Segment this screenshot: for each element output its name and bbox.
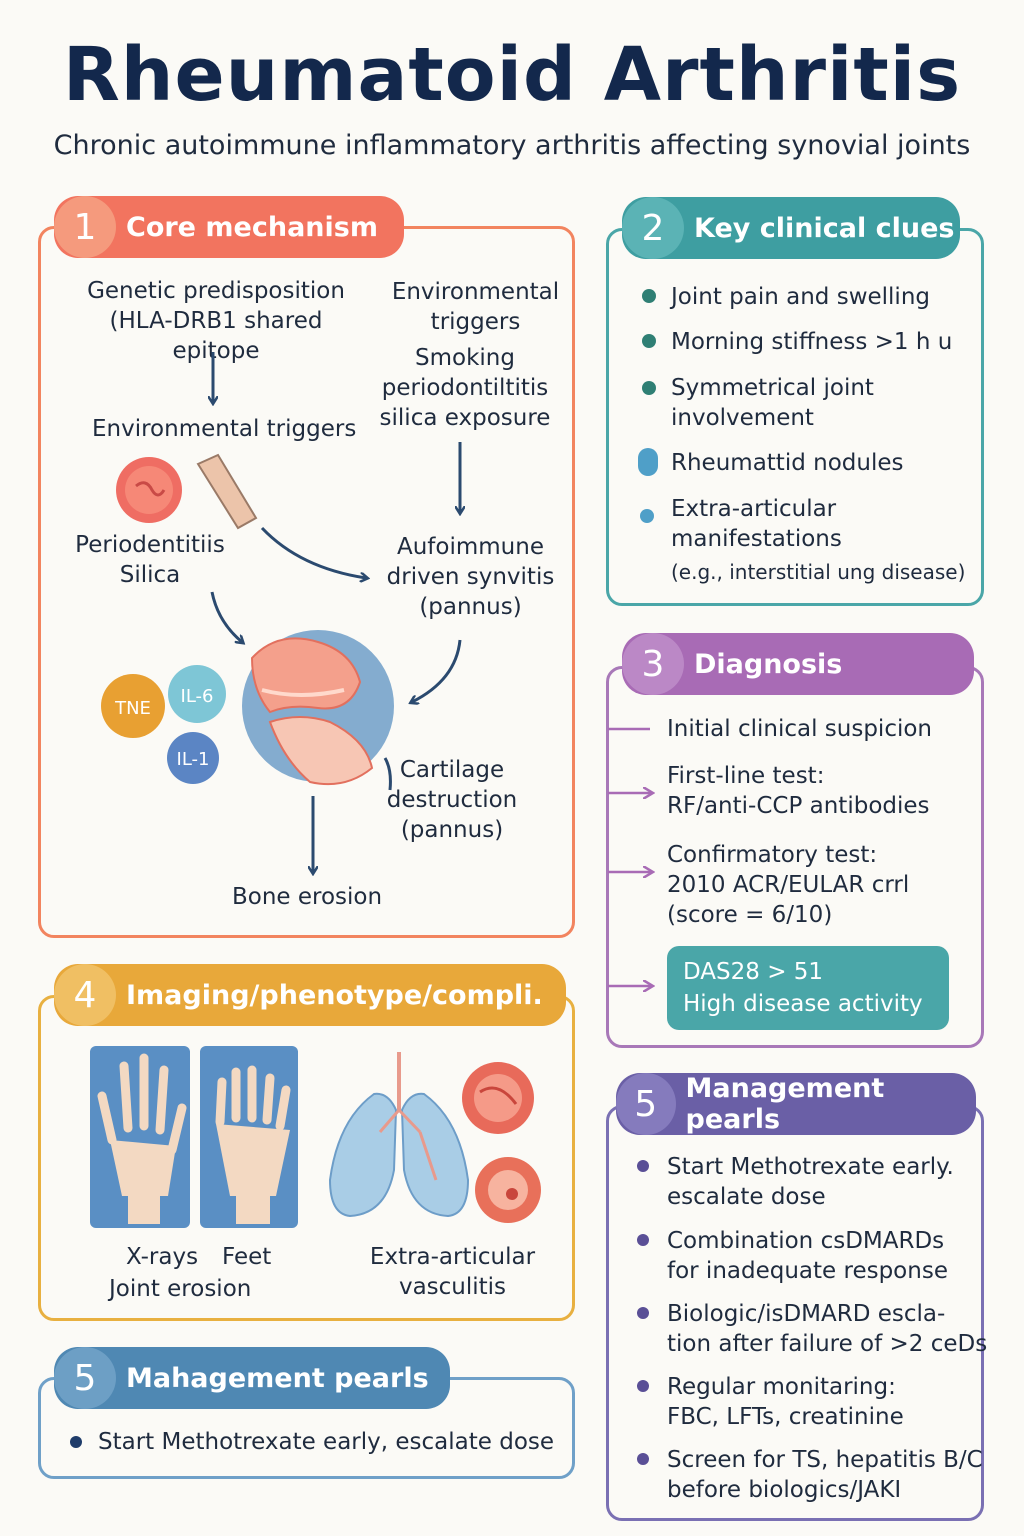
clue-item: Rheumattid nodules — [671, 450, 904, 476]
section-5b-header: 5 Mahagement pearls — [54, 1347, 450, 1409]
tnf-label: TNE — [114, 698, 151, 719]
trigger-list: Smoking periodontiltitis silica exposure — [379, 345, 551, 431]
arrow-icon — [212, 352, 460, 872]
management-item: Combination csDMARDs for inadequate resp… — [667, 1228, 948, 1284]
foot-xray-icon — [200, 1046, 298, 1228]
bullet-icon — [642, 334, 656, 348]
section-5b-title: Mahagement pearls — [126, 1362, 429, 1394]
bullet-icon — [637, 1380, 649, 1392]
nodule-icon — [638, 448, 658, 476]
section-4-title: Imaging/phenotype/compli. — [126, 979, 543, 1011]
section-5b-number: 5 — [54, 1347, 116, 1409]
initial-suspicion: Initial clinical suspicion — [667, 716, 933, 742]
first-line-test: First-line test: RF/anti-CCP antibodies — [667, 763, 930, 819]
bullet-icon — [637, 1307, 649, 1319]
il6-label: IL-6 — [181, 686, 214, 707]
management-item: Screen for TS, hepatitis B/C before biol… — [667, 1447, 983, 1503]
cartilage-destruction-label: Cartilage destruction (pannus) — [386, 757, 518, 843]
vessel-icon — [475, 1157, 541, 1223]
bullet-icon — [637, 1453, 649, 1465]
clue-item: Joint pain and swelling — [671, 284, 930, 310]
bullet-icon — [642, 289, 656, 303]
management-item: Biologic/isDMARD escla- tion after failu… — [667, 1301, 988, 1357]
management-item: Start Methotrexate early, escalate dose — [98, 1429, 555, 1455]
il6-cytokine-icon — [168, 665, 226, 723]
hand-xray-icon — [90, 1046, 190, 1228]
bullet-icon — [70, 1436, 82, 1448]
section-5-number: 5 — [616, 1073, 676, 1135]
section-1-title: Core mechanism — [126, 211, 378, 243]
section-4-header: 4 Imaging/phenotype/compli. — [54, 964, 566, 1026]
section-2-title: Key clinical clues — [694, 212, 955, 244]
section-1-header: 1 Core mechanism — [54, 196, 404, 258]
diagnosis-arrow-icon — [608, 727, 652, 986]
section-4-number: 4 — [54, 964, 116, 1026]
red-cell-icon — [116, 457, 182, 523]
joint-icon — [242, 630, 394, 786]
section-5-header: 5 Management pearls — [616, 1073, 976, 1135]
bullet-icon — [642, 381, 656, 395]
management-item: Regular monitaring: FBC, LFTs, creatinin… — [667, 1374, 904, 1430]
il1-label: IL-1 — [177, 749, 210, 770]
extra-articular-label: Extra-articular vasculitis — [369, 1244, 536, 1300]
xray-label: X-rays — [126, 1244, 199, 1270]
clue-item: Morning stiffness >1 h u — [671, 329, 953, 355]
page-subtitle: Chronic autoimmune inflammatory arthriti… — [53, 130, 971, 161]
bullet-icon — [637, 1234, 649, 1246]
joint-erosion-label: Joint erosion — [109, 1276, 252, 1302]
section-2-header: 2 Key clinical clues — [622, 197, 960, 259]
page-title: Rheumatoid Arthritis — [62, 32, 962, 118]
environmental-triggers-right: Environmental triggers — [391, 279, 560, 335]
confirmatory-test: Confirmatory test: 2010 ACR/EULAR crrl (… — [667, 842, 910, 928]
section-3-number: 3 — [622, 633, 684, 695]
lungs-icon — [328, 1052, 470, 1218]
management-item: Start Methotrexate early. escalate dose — [667, 1154, 954, 1210]
clue-item: Symmetrical joint involvement — [671, 375, 874, 431]
section-3-title: Diagnosis — [694, 648, 843, 680]
environmental-triggers-left: Environmental triggers — [92, 416, 357, 442]
section-3-header: 3 Diagnosis — [622, 633, 974, 695]
bullet-icon — [637, 1160, 649, 1172]
bullet-icon — [640, 509, 654, 523]
clue-item: Extra-articular manifestations — [671, 496, 842, 552]
periodontitis-silica-label: Periodentitiis Silica — [75, 532, 225, 588]
il1-cytokine-icon — [167, 732, 219, 784]
clue-note: (e.g., interstitial ung disease) — [671, 560, 966, 584]
bone-erosion-label: Bone erosion — [232, 884, 383, 910]
vessel-icon — [462, 1062, 534, 1134]
genetic-predisposition-label: Genetic predisposition (HLA-DRB1 shared … — [87, 278, 345, 364]
autoimmune-synovitis-label: Aufoimmune driven synvitis (pannus) — [386, 534, 555, 620]
feet-label: Feet — [222, 1244, 272, 1270]
section-1-number: 1 — [54, 196, 116, 258]
das28-badge: DAS28 > 51 High disease activity — [667, 946, 949, 1030]
section-2-number: 2 — [622, 197, 684, 259]
section-5-title: Management pearls — [685, 1073, 885, 1135]
silica-particle-icon — [196, 453, 258, 530]
tnf-cytokine-icon — [101, 674, 165, 738]
